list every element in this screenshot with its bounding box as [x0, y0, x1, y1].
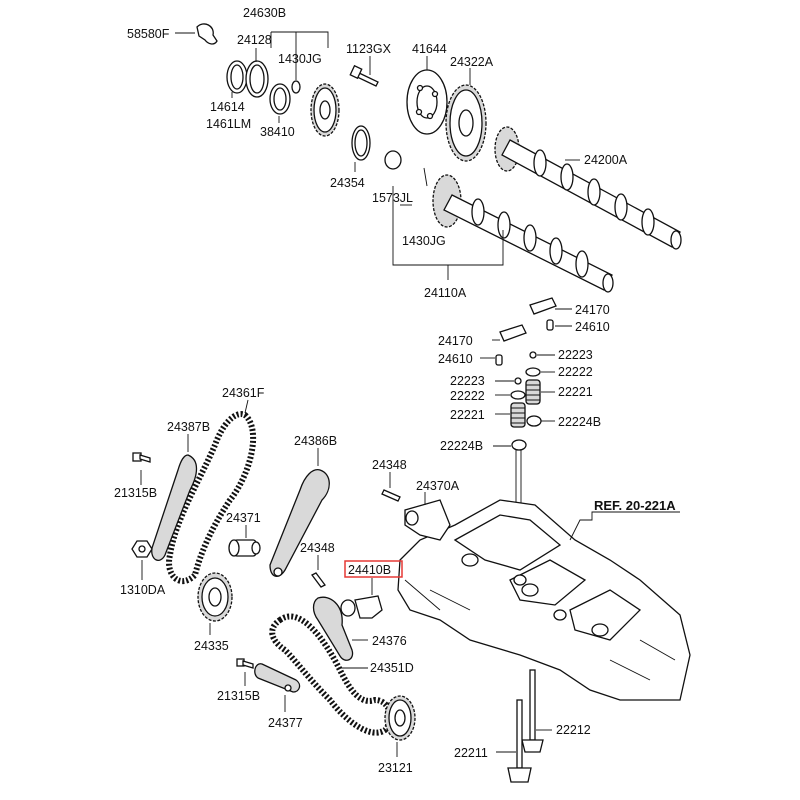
part-valve-train [480, 297, 572, 585]
label-24348-lower: 24348 [300, 541, 335, 555]
label-1461LM: 1461LM [206, 117, 251, 131]
part-24322A-sprocket [445, 68, 487, 162]
part-24335-sprocket [197, 572, 233, 635]
label-24354: 24354 [330, 176, 365, 190]
part-24361F-chain [166, 399, 257, 585]
part-58580F-clip [175, 23, 218, 45]
label-24370A: 24370A [416, 479, 460, 493]
label-24128: 24128 [237, 33, 272, 47]
part-24376-guide [312, 596, 368, 661]
part-24354-ring [351, 125, 371, 172]
label-22222-left: 22222 [450, 389, 485, 403]
label-21315B-upper: 21315B [114, 486, 157, 500]
label-24410B: 24410B [348, 563, 391, 577]
label-22222-right: 22222 [558, 365, 593, 379]
label-24361F: 24361F [222, 386, 265, 400]
label-24335: 24335 [194, 639, 229, 653]
part-24377-guide [254, 663, 301, 712]
label-24610-left: 24610 [438, 352, 473, 366]
label-22212: 22212 [556, 723, 591, 737]
part-24110A-camshaft [384, 150, 614, 293]
label-24110A: 24110A [424, 286, 467, 300]
label-22221-right: 22221 [558, 385, 593, 399]
labels-group: 58580F 24630B 24128 1430JG 1123GX 41644 … [114, 6, 676, 775]
part-24630B-sprocket [270, 31, 340, 137]
label-24386B: 24386B [294, 434, 337, 448]
part-24348-bolt-lower [311, 555, 326, 588]
label-24377: 24377 [268, 716, 303, 730]
part-23121-sprocket [384, 695, 416, 757]
label-23121: 23121 [378, 761, 413, 775]
part-24371-bushing [228, 525, 261, 557]
part-1123GX-bolt [349, 56, 379, 87]
label-24351D: 24351D [370, 661, 414, 675]
part-24351D-chain [269, 613, 394, 736]
label-24322A: 24322A [450, 55, 494, 69]
label-24348-upper: 24348 [372, 458, 407, 472]
label-22224B-left: 22224B [440, 439, 483, 453]
part-snap-rings [226, 48, 291, 123]
label-24630B: 24630B [243, 6, 286, 20]
label-22223-left: 22223 [450, 374, 485, 388]
label-24170-right: 24170 [575, 303, 610, 317]
label-1430JG-upper: 1430JG [278, 52, 322, 66]
label-24387B: 24387B [167, 420, 210, 434]
label-22211: 22211 [454, 746, 488, 760]
label-22224B-right: 22224B [558, 415, 601, 429]
label-24610-right: 24610 [575, 320, 610, 334]
label-24200A: 24200A [584, 153, 628, 167]
label-22223-right: 22223 [558, 348, 593, 362]
label-24376: 24376 [372, 634, 407, 648]
label-1430JG-lower: 1430JG [402, 234, 446, 248]
label-22221-left: 22221 [450, 408, 485, 422]
part-1310DA-nut [131, 540, 153, 580]
part-24370A-bracket [404, 492, 451, 541]
part-41644-cover [406, 56, 448, 135]
label-1310DA: 1310DA [120, 583, 166, 597]
label-1123GX: 1123GX [346, 42, 392, 56]
label-58580F: 58580F [127, 27, 170, 41]
highlight-box [344, 560, 403, 578]
label-14614: 14614 [210, 100, 245, 114]
label-38410: 38410 [260, 125, 295, 139]
label-1573JL: 1573JL [372, 191, 413, 205]
part-21315B-bolt-upper [132, 452, 151, 485]
part-24410B-tensioner [340, 578, 383, 619]
part-24387B-guide [151, 434, 198, 561]
reference-label: REF. 20-221A [594, 498, 676, 513]
part-24200A-camshaft [494, 126, 682, 250]
label-41644: 41644 [412, 42, 447, 56]
label-24170-left: 24170 [438, 334, 473, 348]
part-24386B-arm [269, 448, 330, 577]
part-cylinder-head [397, 499, 691, 701]
part-21315B-bolt-lower [236, 658, 254, 686]
part-24348-bolt-upper [381, 472, 401, 502]
part-valves [496, 669, 552, 783]
label-21315B-lower: 21315B [217, 689, 260, 703]
label-24371: 24371 [226, 511, 261, 525]
